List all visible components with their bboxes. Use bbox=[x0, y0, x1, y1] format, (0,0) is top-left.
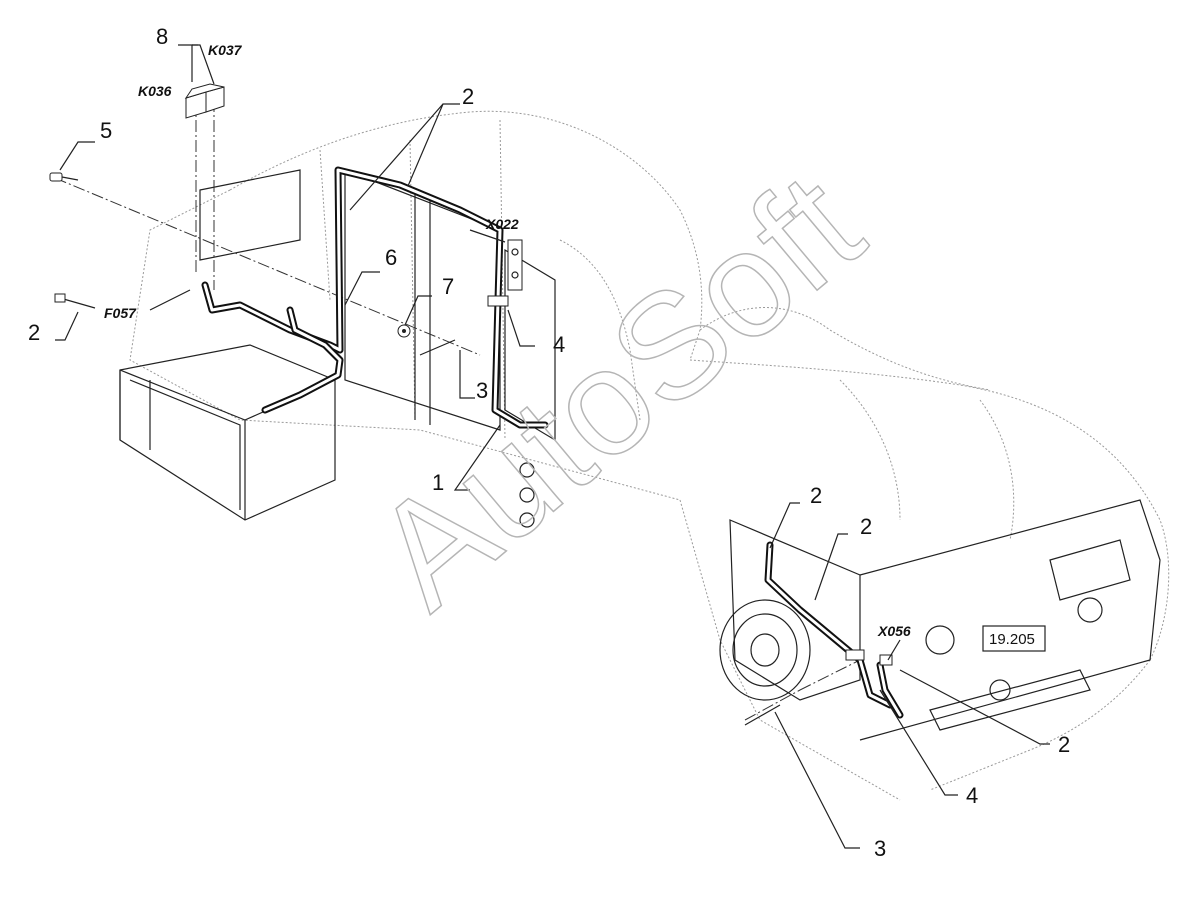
machine-body-outline bbox=[129, 110, 1170, 801]
callout-3-lower: 3 bbox=[874, 836, 886, 861]
ref-f057: F057 bbox=[104, 305, 137, 321]
ref-x022: X022 bbox=[485, 216, 519, 232]
callout-1: 1 bbox=[432, 470, 444, 495]
wire-harness-branch bbox=[261, 306, 344, 414]
callout-2-rear-a: 2 bbox=[810, 483, 822, 508]
grommet-4-lower bbox=[845, 649, 865, 661]
callout-2-rear-b: 2 bbox=[860, 514, 872, 539]
callout-4-lower: 4 bbox=[966, 783, 978, 808]
wire-harness-rear bbox=[764, 541, 904, 719]
frame-panels bbox=[119, 169, 1161, 741]
watermark: AutoSoft bbox=[343, 141, 892, 640]
ref-k037: K037 bbox=[208, 42, 243, 58]
grommet-4-upper bbox=[487, 295, 509, 307]
page-reference: 19.205 bbox=[989, 631, 1035, 648]
ref-k036: K036 bbox=[138, 83, 172, 99]
connector-x056 bbox=[879, 654, 893, 666]
callout-5: 5 bbox=[100, 118, 112, 143]
callout-8: 8 bbox=[156, 24, 168, 49]
component-references: K037 K036 F057 X022 X056 bbox=[104, 42, 911, 639]
parts bbox=[49, 83, 893, 726]
relay-k036-k037 bbox=[184, 83, 225, 119]
ref-x056: X056 bbox=[877, 623, 911, 639]
clip-3-lower bbox=[744, 704, 781, 726]
wire-harness-1 bbox=[201, 166, 549, 429]
callout-2-left: 2 bbox=[28, 320, 40, 345]
callout-numbers: 1 2 2 2 2 2 3 3 4 4 5 6 7 8 bbox=[28, 24, 1070, 861]
connector-x022 bbox=[507, 239, 523, 291]
callout-7: 7 bbox=[442, 274, 454, 299]
assembly-center-lines bbox=[54, 100, 861, 721]
callout-4-upper: 4 bbox=[553, 332, 565, 357]
callout-2-rear-c: 2 bbox=[1058, 732, 1070, 757]
leader-lines bbox=[55, 44, 1050, 849]
screw-5 bbox=[49, 172, 79, 182]
washer-7 bbox=[397, 324, 411, 338]
mechanical-details bbox=[519, 462, 1131, 731]
clip-3-upper bbox=[419, 339, 456, 356]
callout-3-upper: 3 bbox=[476, 378, 488, 403]
cable-tie-2-left bbox=[54, 293, 96, 309]
page-reference-box: 19.205 bbox=[982, 625, 1046, 652]
callout-6: 6 bbox=[385, 245, 397, 270]
callout-2-upper: 2 bbox=[462, 84, 474, 109]
